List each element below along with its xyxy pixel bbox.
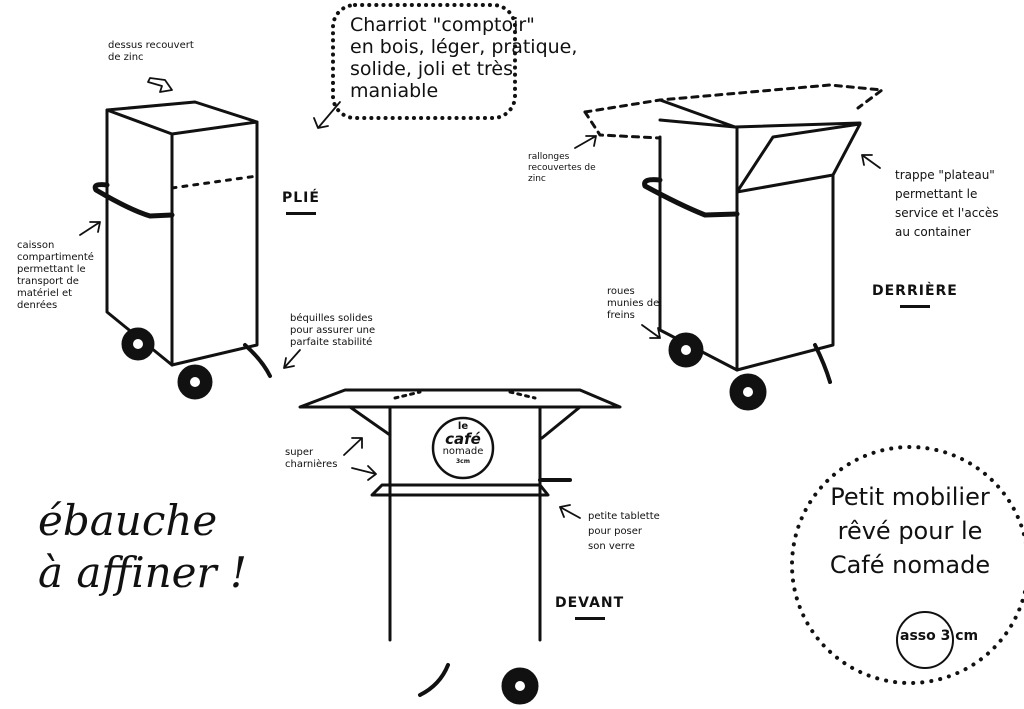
- circle-note-text: Petit mobilier rêvé pour le Café nomade: [829, 483, 991, 579]
- logo-line: café: [445, 430, 481, 448]
- arrow-icon: [574, 135, 597, 149]
- view-label-devant: DEVANT: [555, 596, 624, 620]
- annotation-trappe: trappe "plateau" permettant le service e…: [895, 168, 999, 239]
- arrow-icon: [343, 437, 363, 456]
- arrow-icon: [559, 504, 581, 519]
- front-cart-drawing: [298, 388, 622, 705]
- view-label-plie: PLIÉ: [282, 191, 320, 215]
- arrow-icon: [283, 349, 301, 369]
- arrow-icon: [147, 77, 173, 93]
- arrow-icon: [351, 465, 377, 481]
- back-cart-drawing: [583, 83, 884, 411]
- annotation-dessus: dessus recouvert de zinc: [108, 40, 194, 63]
- annotation-tablette: petite tablette pour poser son verre: [588, 511, 660, 552]
- logo-line: nomade: [442, 446, 484, 457]
- folded-cart-drawing: [92, 100, 272, 400]
- arrow-icon: [79, 221, 101, 236]
- annotation-caisson: caisson compartimenté permettant le tran…: [17, 240, 94, 311]
- logo-line: 3cm: [456, 458, 470, 465]
- annotation-bequilles: béquilles solides pour assurer une parfa…: [290, 313, 376, 348]
- annotation-rallonges: rallonges recouvertes de zinc: [528, 152, 596, 184]
- arrow-icons: [79, 77, 881, 519]
- note-circle-outline: [790, 445, 1024, 685]
- arrow-icon: [313, 101, 341, 129]
- asso-logo-circle: [896, 611, 954, 669]
- logo-line: le: [457, 421, 469, 432]
- arrow-icon: [641, 324, 661, 339]
- view-label-derriere: DERRIÈRE: [872, 284, 958, 308]
- asso-logo: asso 3 cm: [900, 628, 979, 644]
- bubble-outline: [331, 3, 517, 120]
- annotation-charnieres: super charnières: [285, 447, 338, 470]
- bubble-text: Charriot "comptoir" en bois, léger, prat…: [350, 14, 578, 102]
- annotation-roues: roues munies de freins: [607, 286, 660, 321]
- cart-logo: le café nomade 3cm: [438, 422, 488, 467]
- arrow-icon: [861, 154, 881, 169]
- cart-logo-circle: [431, 416, 495, 480]
- sketch-note: ébauche à affiner !: [38, 496, 247, 597]
